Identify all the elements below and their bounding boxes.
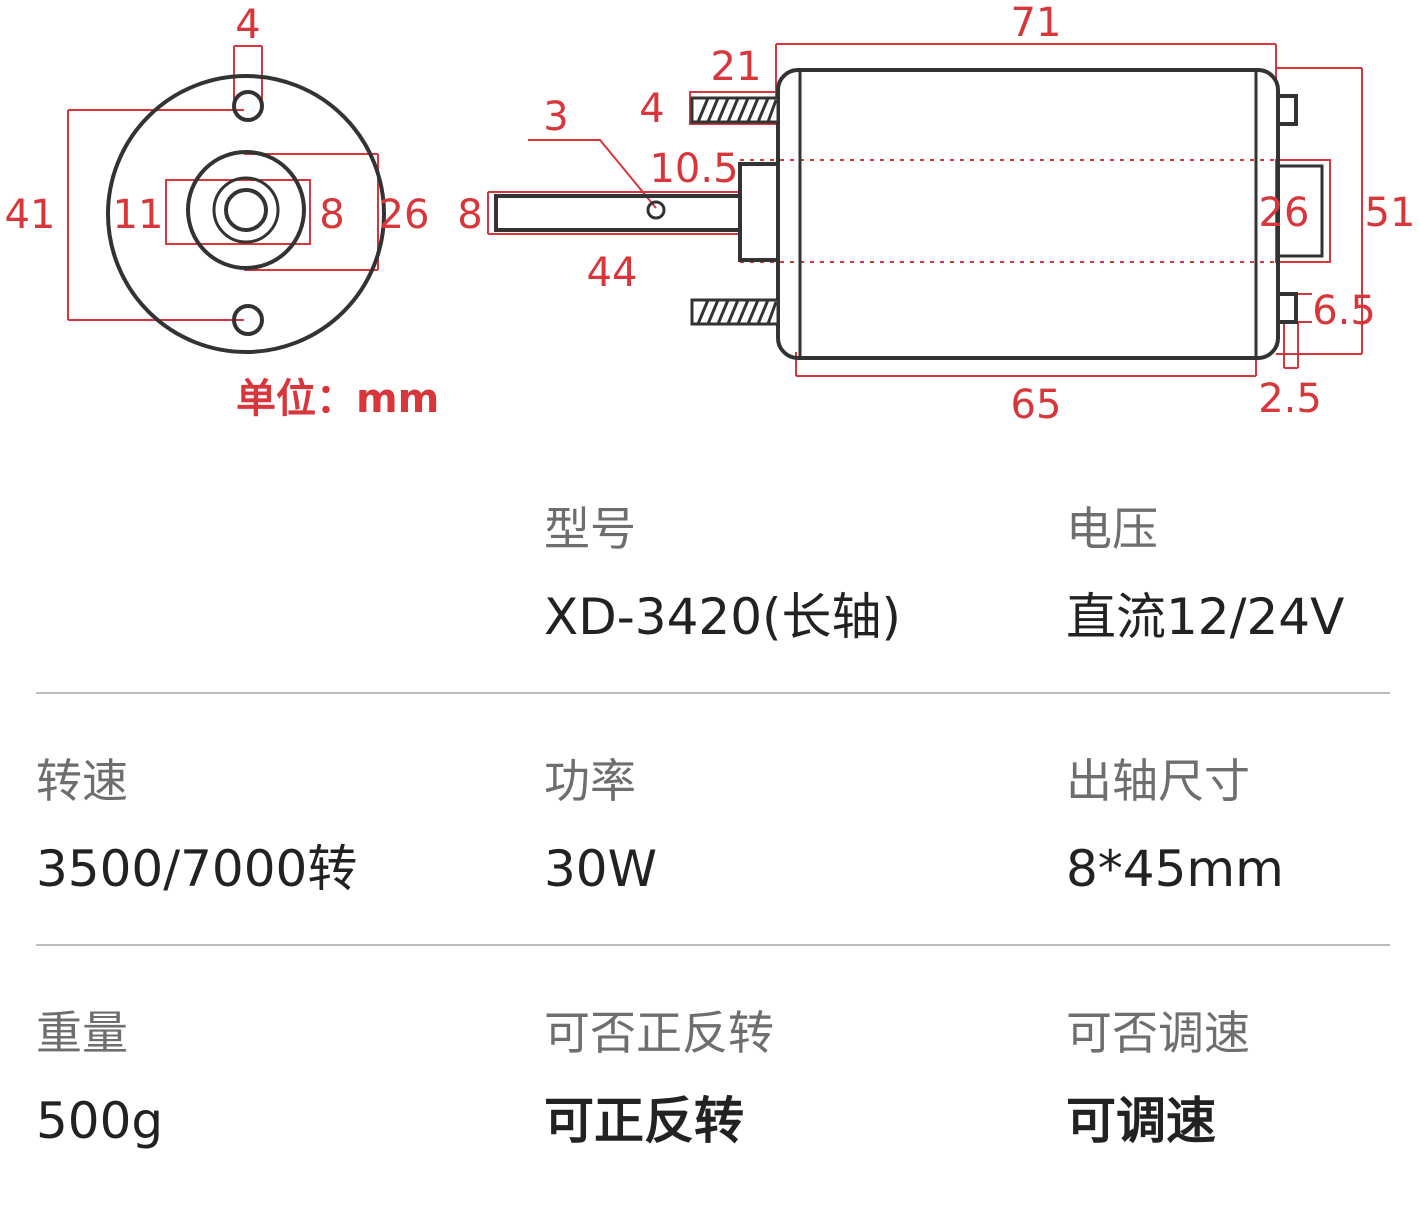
- mount-hole-bottom: [232, 304, 264, 336]
- output-shaft: [494, 194, 742, 232]
- dim-front-boss: 10.5: [649, 146, 738, 192]
- spec-shaft-value: 8*45mm: [1066, 840, 1284, 898]
- unit-label: 单位：mm: [236, 376, 439, 422]
- spec-row-3: 重量 500g 可否正反转 可正反转 可否调速 可调速: [0, 974, 1420, 1226]
- dim-hole-spacing: 41: [5, 192, 56, 238]
- dim-body-inner: 26: [379, 192, 430, 238]
- divider: [36, 944, 1390, 946]
- motor-dimension-drawing: 4 41 11 8 26 单位：mm: [5, 0, 1416, 428]
- pin-hole: [646, 200, 666, 220]
- front-boss: [738, 162, 780, 262]
- spec-adjust-label: 可否调速: [1066, 1006, 1250, 1060]
- boss-circle: [186, 150, 306, 270]
- dim-pin-hole: 3: [543, 94, 568, 140]
- spec-weight-label: 重量: [36, 1006, 128, 1060]
- dim-body-diameter: 51: [1365, 190, 1416, 236]
- spec-weight-value: 500g: [36, 1092, 164, 1150]
- dim-hole-diameter: 4: [235, 2, 260, 48]
- mount-screw-top: [690, 96, 780, 124]
- spec-reverse-label: 可否正反转: [544, 1006, 774, 1060]
- spec-model-label: 型号: [544, 502, 636, 556]
- spec-speed-label: 转速: [36, 754, 128, 808]
- spec-voltage-value: 直流12/24V: [1066, 588, 1345, 646]
- dim-rear-offset: 2.5: [1258, 376, 1322, 422]
- dim-body-length: 65: [1011, 382, 1062, 428]
- dim-shaft-diameter: 8: [319, 192, 344, 238]
- spec-adjust-value: 可调速: [1066, 1092, 1216, 1150]
- dim-rear-boss: 26: [1259, 190, 1310, 236]
- dim-total-length: 71: [1011, 0, 1062, 46]
- spec-row-1: 型号 XD-3420(长轴) 电压 直流12/24V: [0, 470, 1420, 722]
- dim-rear-pin: 6.5: [1312, 288, 1376, 334]
- rear-pin-bottom: [1276, 292, 1298, 324]
- rear-boss: [1276, 164, 1324, 258]
- motor-face-circle: [106, 74, 386, 354]
- dim-shaft-diameter-side: 8: [457, 192, 482, 238]
- rear-pin-top: [1276, 94, 1298, 126]
- divider: [36, 692, 1390, 694]
- spec-shaft-label: 出轴尺寸: [1066, 754, 1250, 808]
- shaft-circle: [224, 188, 268, 232]
- spec-row-2: 转速 3500/7000转 功率 30W 出轴尺寸 8*45mm: [0, 722, 1420, 974]
- side-view: 71 21 4 3 10.5 8 44 26 51 6.5 65 2.5: [457, 0, 1415, 428]
- spec-reverse-value: 可正反转: [544, 1092, 744, 1150]
- motor-body: [776, 68, 1280, 360]
- spec-voltage-label: 电压: [1066, 502, 1158, 556]
- dim-boss-diameter: 11: [113, 192, 164, 238]
- spec-power-label: 功率: [544, 754, 636, 808]
- spec-model-value: XD-3420(长轴): [544, 588, 902, 646]
- mount-hole-top: [232, 90, 264, 122]
- spec-speed-value: 3500/7000转: [36, 840, 358, 898]
- mount-screw-bottom: [690, 298, 780, 326]
- dim-shaft-length: 44: [587, 250, 638, 296]
- spec-power-value: 30W: [544, 840, 658, 898]
- spec-table: 型号 XD-3420(长轴) 电压 直流12/24V 转速 3500/7000转…: [0, 470, 1420, 1226]
- dim-screw-length: 21: [711, 44, 762, 90]
- front-view: 4 41 11 8 26: [5, 2, 430, 354]
- dim-screw-size: 4: [639, 86, 664, 132]
